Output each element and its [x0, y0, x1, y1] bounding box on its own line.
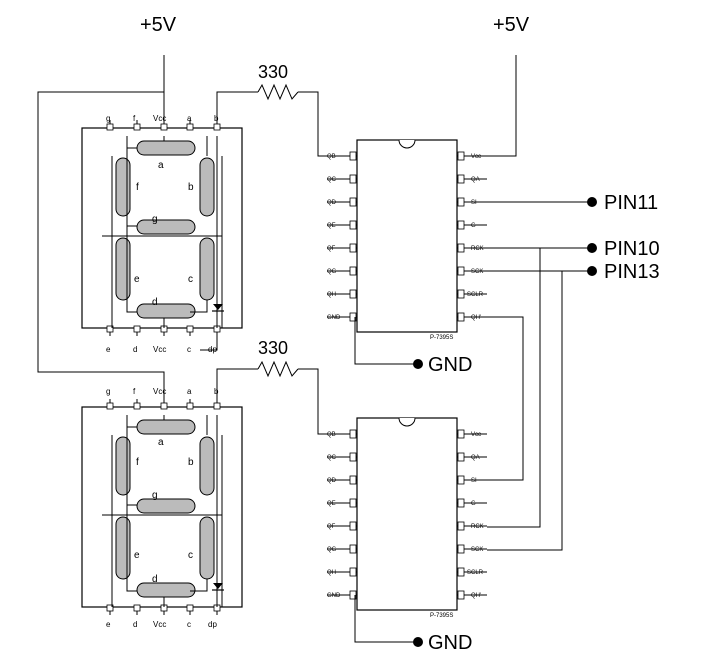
svg-text:GND: GND	[327, 593, 341, 599]
svg-text:f: f	[136, 457, 139, 468]
svg-text:QB: QB	[327, 432, 336, 438]
svg-text:g: g	[152, 214, 158, 225]
svg-text:SI: SI	[471, 200, 477, 206]
svg-text:Vcc: Vcc	[153, 387, 166, 396]
svg-text:a: a	[187, 387, 192, 396]
svg-text:QC: QC	[327, 455, 337, 461]
svg-text:G: G	[471, 501, 476, 507]
resistor-lower	[257, 360, 299, 378]
svg-text:g: g	[106, 387, 110, 396]
svg-text:GND: GND	[327, 315, 341, 321]
pin10-terminal	[587, 243, 597, 253]
gnd-terminal-upper	[413, 359, 423, 369]
svg-text:G: G	[471, 223, 476, 229]
svg-text:RCK: RCK	[471, 524, 484, 530]
svg-text:b: b	[214, 387, 219, 396]
display-upper-labels: g f Vcc a b e d Vcc c dp a b c d e f g	[106, 114, 219, 354]
svg-text:f: f	[136, 182, 139, 193]
vcc-label-left: +5V	[140, 14, 177, 36]
pin11-label: PIN11	[604, 192, 658, 214]
svg-text:g: g	[106, 114, 110, 123]
vcc-label-right: +5V	[493, 14, 530, 36]
svg-text:SCLR: SCLR	[467, 292, 484, 298]
svg-text:c: c	[187, 345, 191, 354]
svg-text:Vcc: Vcc	[153, 114, 166, 123]
ic-upper-pin-labels: QB QC QD QE QF QG QH GND Vcc QA SI G RCK…	[327, 154, 484, 341]
seven-segment-display-upper	[81, 119, 243, 337]
svg-text:d: d	[152, 297, 158, 308]
pin11-terminal	[587, 197, 597, 207]
svg-text:Vcc: Vcc	[471, 154, 481, 160]
svg-text:g: g	[152, 490, 158, 501]
svg-text:e: e	[134, 550, 140, 561]
pin13-terminal	[587, 266, 597, 276]
pin10-label: PIN10	[604, 238, 660, 260]
svg-text:Vcc: Vcc	[153, 345, 166, 354]
svg-text:SCK: SCK	[471, 269, 483, 275]
svg-text:c: c	[188, 274, 193, 285]
svg-text:QH: QH	[327, 570, 336, 576]
svg-text:SCLR: SCLR	[467, 570, 484, 576]
svg-text:b: b	[188, 457, 194, 468]
svg-text:QF: QF	[327, 246, 336, 252]
svg-text:RCK: RCK	[471, 246, 484, 252]
wires	[37, 55, 592, 643]
svg-text:d: d	[152, 574, 158, 585]
svg-text:QE: QE	[327, 501, 336, 507]
svg-text:QA: QA	[471, 455, 480, 461]
svg-text:a: a	[158, 437, 164, 448]
svg-text:QF: QF	[327, 524, 336, 530]
svg-text:dp: dp	[208, 345, 217, 354]
svg-text:dp: dp	[208, 620, 217, 629]
svg-text:b: b	[214, 114, 219, 123]
svg-text:f: f	[133, 114, 136, 123]
ic-lower-pin-labels: QB QC QD QE QF QG QH GND Vcc QA SI G RCK…	[327, 432, 484, 619]
gnd-label-upper: GND	[428, 354, 472, 376]
resistor-label-upper: 330	[258, 62, 288, 82]
svg-text:QG: QG	[327, 269, 337, 275]
svg-text:f: f	[133, 387, 136, 396]
gnd-terminal-lower	[413, 637, 423, 647]
svg-text:e: e	[106, 345, 111, 354]
svg-text:QH': QH'	[471, 315, 481, 321]
svg-text:P-7395S: P-7395S	[430, 335, 453, 341]
svg-text:e: e	[106, 620, 111, 629]
svg-text:b: b	[188, 182, 194, 193]
seven-segment-display-lower	[81, 398, 243, 616]
resistor-upper	[257, 83, 299, 101]
svg-text:c: c	[187, 620, 191, 629]
svg-text:Vcc: Vcc	[471, 432, 481, 438]
pin13-label: PIN13	[604, 261, 660, 283]
display-lower-labels: g f Vcc a b e d Vcc c dp a b c d e f g	[106, 387, 219, 629]
svg-text:a: a	[187, 114, 192, 123]
svg-text:QB: QB	[327, 154, 336, 160]
svg-text:SCK: SCK	[471, 547, 483, 553]
svg-text:d: d	[133, 620, 137, 629]
svg-text:e: e	[134, 274, 140, 285]
svg-text:P-7395S: P-7395S	[430, 613, 453, 619]
svg-text:SI: SI	[471, 478, 477, 484]
resistor-label-lower: 330	[258, 338, 288, 358]
svg-text:c: c	[188, 550, 193, 561]
svg-text:QD: QD	[327, 478, 337, 484]
svg-text:d: d	[133, 345, 137, 354]
svg-text:QC: QC	[327, 177, 337, 183]
shift-register-lower	[326, 417, 488, 611]
shift-register-upper	[326, 139, 488, 333]
svg-text:QH: QH	[327, 292, 336, 298]
svg-text:QH': QH'	[471, 593, 481, 599]
svg-text:QE: QE	[327, 223, 336, 229]
svg-text:Vcc: Vcc	[153, 620, 166, 629]
svg-text:QG: QG	[327, 547, 337, 553]
svg-text:QD: QD	[327, 200, 337, 206]
gnd-label-lower: GND	[428, 632, 472, 654]
svg-text:a: a	[158, 160, 164, 171]
svg-text:QA: QA	[471, 177, 480, 183]
